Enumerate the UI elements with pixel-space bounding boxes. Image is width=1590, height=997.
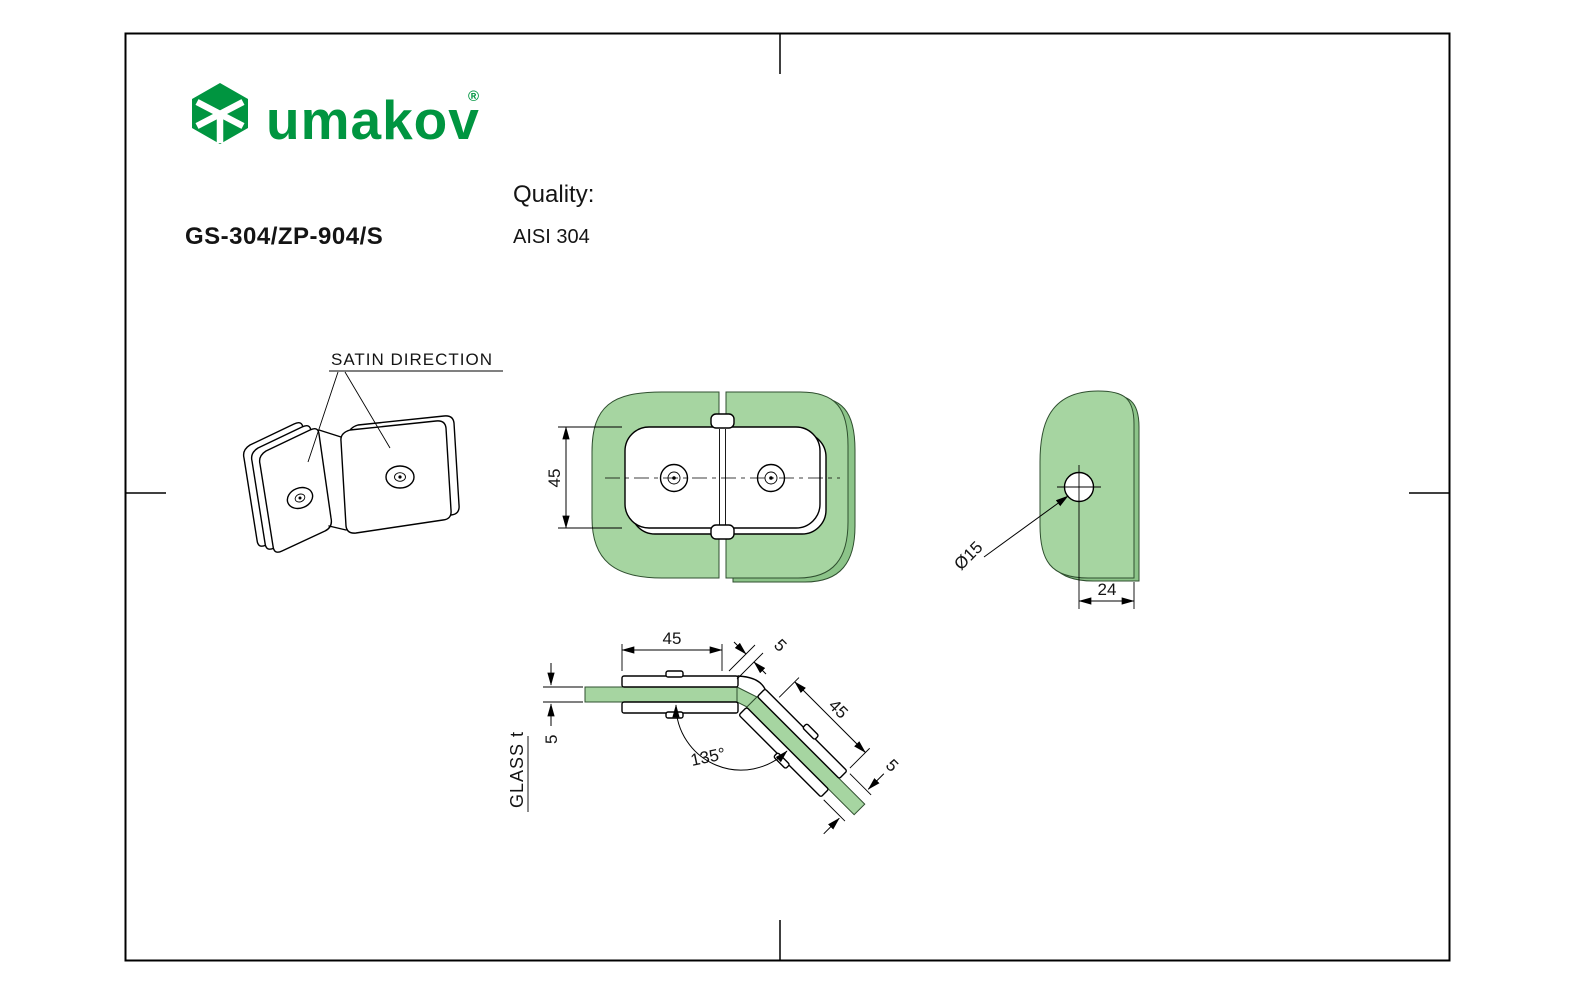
hinge-knuckle-bottom xyxy=(710,524,735,540)
elbow-outer-corner xyxy=(737,675,766,690)
angled-clamp-assembly: 45 5 xyxy=(739,677,902,835)
quality-value: AISI 304 xyxy=(513,226,590,248)
dim-angle: 135° xyxy=(689,744,727,770)
clamp-body xyxy=(624,426,821,529)
quality-label: Quality: xyxy=(513,181,594,208)
glass-thickness-label: GLASS t xyxy=(507,731,527,808)
glass-strip-angled xyxy=(745,695,866,816)
dim-angled-offset: 5 xyxy=(882,756,902,776)
sheet-border xyxy=(124,32,1451,962)
side-view: 24 Ø15 xyxy=(950,390,1140,609)
iso-right-plate xyxy=(340,415,460,534)
iso-left-plate xyxy=(242,421,333,553)
product-code: GS-304/ZP-904/S xyxy=(185,223,383,250)
angle-arc xyxy=(672,704,788,771)
satin-direction-label: SATIN DIRECTION xyxy=(331,350,493,369)
diameter-leader xyxy=(983,495,1069,558)
dim-top-width: 45 xyxy=(663,629,682,648)
dim-top-offset: 5 xyxy=(770,635,790,655)
glass-strip-horizontal xyxy=(584,686,738,703)
logo-text: umakov xyxy=(266,89,480,151)
registered-trademark-icon: ® xyxy=(468,88,479,105)
front-view: 45 xyxy=(545,391,856,583)
dim-hole-diameter: Ø15 xyxy=(950,538,986,574)
hinge-knuckle-top xyxy=(710,413,735,429)
brand-logo: umakov ® xyxy=(192,83,480,151)
satin-leader-left xyxy=(307,371,339,463)
dim-hole-edge-distance: 24 xyxy=(1098,580,1117,599)
dim-front-height: 45 xyxy=(545,469,564,488)
dim-glass-thickness: 5 xyxy=(542,735,561,744)
sheet-frame xyxy=(124,32,1451,962)
bottom-view: 45 5 45 5 135° 5 GLASS t xyxy=(507,629,902,835)
satin-leader-right xyxy=(344,371,391,449)
dim-angled-width: 45 xyxy=(825,696,852,723)
isometric-view: SATIN DIRECTION xyxy=(242,350,503,553)
umakov-hexagon-icon xyxy=(192,83,248,144)
